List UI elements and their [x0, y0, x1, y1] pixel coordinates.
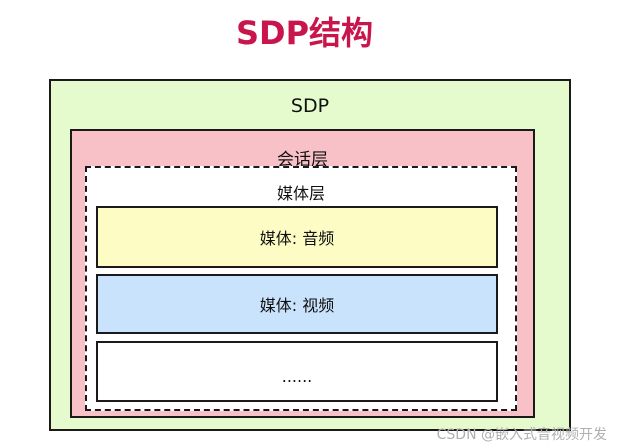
diagram-title: SDP结构 — [235, 14, 374, 52]
media-video-label: 媒体: 视频 — [259, 296, 335, 315]
media-audio-label: 媒体: 音频 — [259, 229, 335, 248]
media-video-box: 媒体: 视频 — [96, 274, 498, 334]
media-audio-box: 媒体: 音频 — [96, 206, 498, 268]
media-other-label: ...... — [281, 367, 313, 386]
sdp-label: SDP — [290, 95, 330, 117]
session-layer-label: 会话层 — [277, 150, 328, 170]
watermark-text: CSDN @嵌入式音视频开发 — [436, 427, 607, 443]
media-layer-label: 媒体层 — [276, 184, 325, 203]
media-other-box: ...... — [96, 341, 498, 402]
